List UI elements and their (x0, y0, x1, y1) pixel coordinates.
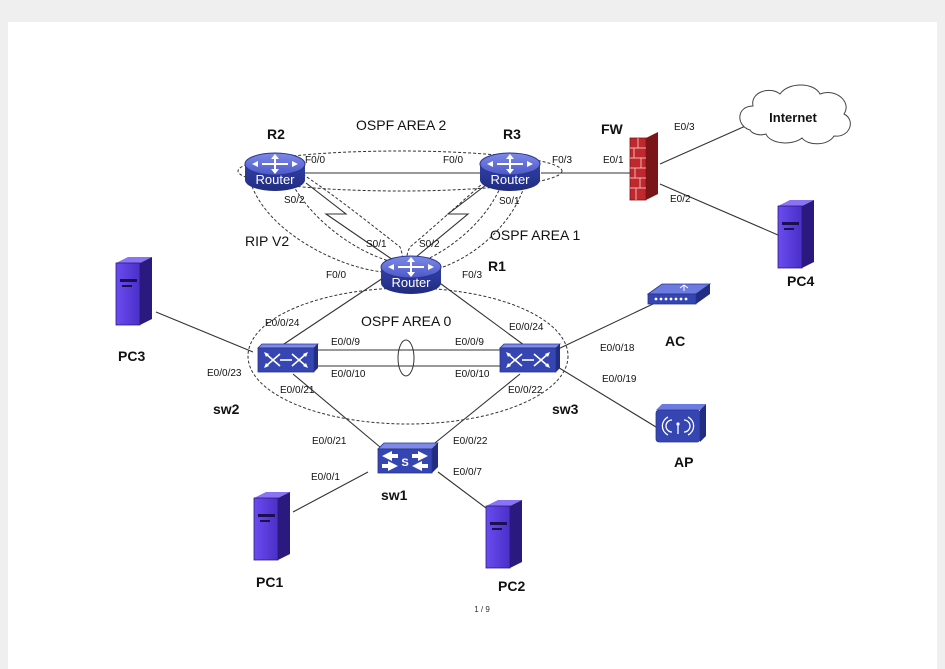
port-r2-f00: F0/0 (305, 155, 325, 166)
label-ac: AC (665, 333, 685, 349)
port-sw1-e0021: E0/0/21 (312, 436, 347, 447)
link-sw2-pc3 (155, 311, 254, 353)
label-fw: FW (601, 121, 624, 137)
port-r1-s02: S0/2 (419, 239, 440, 250)
router-r3-icon-text: Router (490, 172, 530, 187)
link-fw-pc4 (659, 183, 779, 236)
router-r3[interactable]: Router (479, 152, 541, 192)
label-ospf-area-2: OSPF AREA 2 (356, 117, 446, 133)
ac-device-icon[interactable] (646, 283, 712, 305)
port-sw3-e0022: E0/0/22 (508, 385, 543, 396)
link-sw3-ac (555, 303, 654, 351)
switch-sw3[interactable] (499, 343, 561, 373)
port-r3-s01: S0/1 (499, 196, 520, 207)
label-pc3: PC3 (118, 348, 145, 364)
port-sw2-e0024: E0/0/24 (265, 318, 300, 329)
port-r3-f03: F0/3 (552, 155, 572, 166)
port-sw2-e0021: E0/0/21 (280, 385, 315, 396)
switch-sw1[interactable]: S (377, 442, 439, 474)
network-topology-diagram: Router Router Router Internet (115, 84, 851, 614)
link-r1-sw2 (277, 277, 384, 349)
port-fw-e02: E0/2 (670, 194, 691, 205)
port-sw1-e0022: E0/0/22 (453, 436, 488, 447)
link-fw-internet (659, 123, 751, 165)
port-sw3-e0019: E0/0/19 (602, 374, 637, 385)
router-r2[interactable]: Router (244, 152, 306, 192)
label-sw1: sw1 (381, 487, 408, 503)
port-sw3-e0018: E0/0/18 (600, 343, 635, 354)
stack-link-ellipse (397, 339, 415, 377)
router-r1-icon-text: Router (391, 275, 431, 290)
label-sw3: sw3 (552, 401, 579, 417)
switch-sw1-icon-text: S (401, 457, 408, 469)
port-fw-e01: E0/1 (603, 155, 624, 166)
label-pc2: PC2 (498, 578, 525, 594)
internet-cloud-icon: Internet (739, 84, 851, 145)
port-sw1-e001: E0/0/1 (311, 472, 340, 483)
link-r1-sw3 (432, 277, 529, 349)
ospf-area-0-boundary (247, 287, 569, 425)
rip-v2-boundary (247, 161, 403, 273)
port-fw-e03: E0/3 (674, 122, 695, 133)
link-sw3-sw1 (429, 373, 521, 448)
label-pc4: PC4 (787, 273, 814, 289)
port-r1-s01: S0/1 (366, 239, 387, 250)
port-r1-f00: F0/0 (326, 270, 346, 281)
ospf-area-2-boundary (237, 150, 563, 192)
router-r2-icon-text: Router (255, 172, 295, 187)
port-r1-f03: F0/3 (462, 270, 482, 281)
switch-sw2[interactable] (257, 343, 319, 373)
port-sw1-e007: E0/0/7 (453, 467, 482, 478)
link-sw3-ap (555, 365, 657, 428)
port-sw3-e0010: E0/0/10 (455, 369, 490, 380)
pc1-icon[interactable] (253, 491, 291, 561)
label-ap: AP (674, 454, 693, 470)
page-number: 1 / 9 (474, 605, 490, 614)
label-ospf-area-0: OSPF AREA 0 (361, 313, 451, 329)
label-r3: R3 (503, 126, 521, 142)
label-ospf-area-1: OSPF AREA 1 (490, 227, 580, 243)
port-r2-s02: S0/2 (284, 195, 305, 206)
label-pc1: PC1 (256, 574, 283, 590)
link-r2-r1-serial (305, 182, 397, 263)
label-r1: R1 (488, 258, 506, 274)
port-sw3-e0024: E0/0/24 (509, 322, 544, 333)
port-sw3-e009: E0/0/9 (455, 337, 484, 348)
router-r1[interactable]: Router (380, 255, 442, 295)
link-sw1-pc1 (292, 471, 369, 513)
ap-device-icon[interactable] (655, 404, 706, 443)
link-r3-r1-serial (409, 184, 487, 263)
label-rip-v2: RIP V2 (245, 233, 289, 249)
port-sw2-e0010: E0/0/10 (331, 369, 366, 380)
firewall-icon[interactable] (629, 132, 658, 201)
label-sw2: sw2 (213, 401, 240, 417)
rip-v2-boundary-outer (282, 161, 394, 263)
pc3-icon[interactable] (115, 256, 153, 326)
internet-label: Internet (769, 110, 817, 125)
label-r2: R2 (267, 126, 285, 142)
ospf-area-1-boundary (406, 161, 529, 273)
port-r3-f00: F0/0 (443, 155, 463, 166)
port-sw2-e009: E0/0/9 (331, 337, 360, 348)
page: Router Router Router Internet (8, 22, 937, 669)
port-sw2-e0023: E0/0/23 (207, 368, 242, 379)
pc4-icon[interactable] (777, 199, 815, 269)
link-sw2-sw1 (292, 373, 381, 448)
pc2-icon[interactable] (485, 499, 523, 569)
